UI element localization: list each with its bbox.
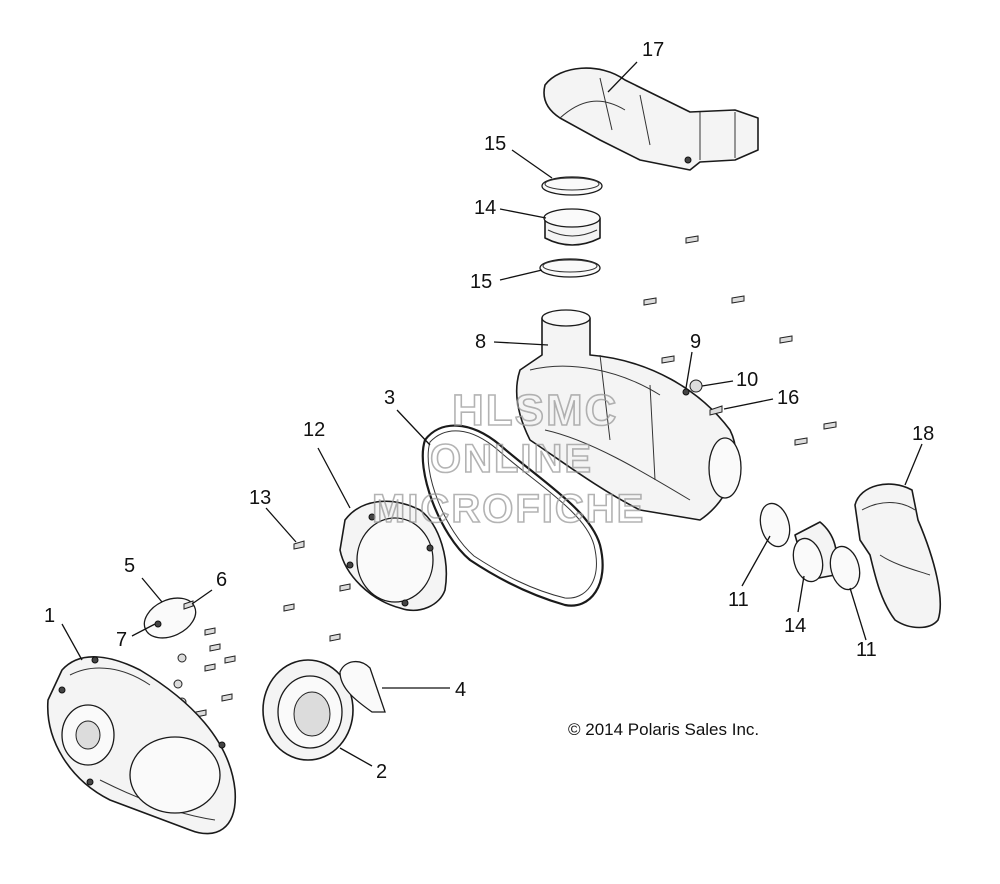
- screws-cover-8: [643, 235, 837, 446]
- part-18-exhaust-duct: [854, 483, 941, 629]
- callout-3: 3: [384, 387, 395, 409]
- part-9-bolt: [682, 388, 690, 396]
- screws-misc: [173, 583, 351, 718]
- part-16-bolt: [709, 405, 723, 416]
- part-15-clamp-lower: [539, 258, 601, 278]
- callout-14-upper: 14: [474, 197, 496, 219]
- callout-14-right: 14: [784, 615, 806, 637]
- callout-6: 6: [216, 569, 227, 591]
- part-4-seal: [339, 661, 386, 713]
- callout-8: 8: [475, 331, 486, 353]
- callout-17: 17: [642, 39, 664, 61]
- part-13-screw: [293, 540, 305, 550]
- watermark-line-1: HLSMC: [452, 386, 618, 435]
- callout-11-right: 11: [856, 639, 877, 661]
- callout-2: 2: [376, 761, 387, 783]
- watermark-line-2: ONLINE: [430, 437, 593, 481]
- callout-11-left: 11: [728, 589, 749, 611]
- callout-7: 7: [116, 629, 127, 651]
- callout-1: 1: [44, 605, 55, 627]
- copyright-notice: © 2014 Polaris Sales Inc.: [568, 720, 759, 739]
- callout-12: 12: [303, 419, 325, 441]
- part-15-clamp-upper: [541, 176, 603, 196]
- callout-15-upper: 15: [484, 133, 506, 155]
- part-12-seal-plate: [339, 500, 448, 612]
- part-3-drive-belt: [421, 424, 604, 607]
- part-2-cover-ring: [262, 659, 354, 761]
- leader-lines: [61, 61, 923, 767]
- callout-13: 13: [249, 487, 271, 509]
- part-14-coupler-upper: [543, 208, 601, 246]
- part-17-intake-duct: [543, 67, 759, 171]
- callout-16: 16: [777, 387, 799, 409]
- callout-10: 10: [736, 369, 758, 391]
- part-14-coupler-right: [792, 521, 838, 583]
- callout-15-lower: 15: [470, 271, 492, 293]
- part-11-clamp-left: [759, 502, 791, 548]
- watermark-line-3: MICROFICHE: [372, 487, 645, 531]
- part-6-screw: [183, 600, 194, 610]
- callout-5: 5: [124, 555, 135, 577]
- callout-4: 4: [455, 679, 466, 701]
- callout-18: 18: [912, 423, 934, 445]
- part-5-gasket: [143, 597, 197, 639]
- part-7-screw: [154, 620, 162, 628]
- part-10-nut: [689, 379, 703, 393]
- part-8-inner-cover: [515, 309, 742, 521]
- part-1-outer-cover: [47, 656, 236, 835]
- callout-9: 9: [690, 331, 701, 353]
